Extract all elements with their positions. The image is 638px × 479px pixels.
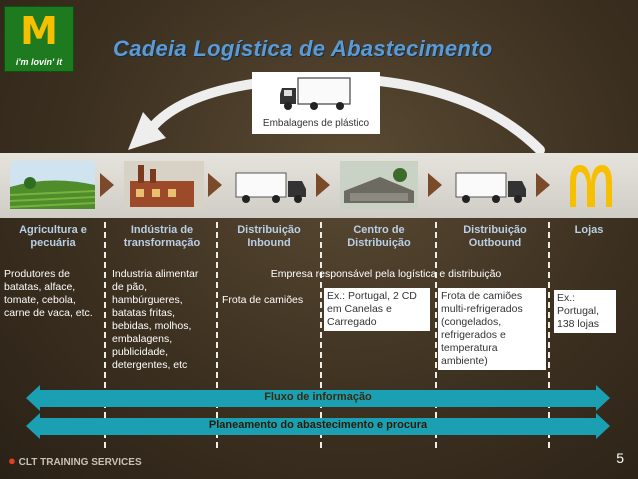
- golden-arches-icon: M: [20, 9, 58, 53]
- mcdonalds-logo-icon: [570, 165, 612, 207]
- stage-label-inbound: Distribuição Inbound: [237, 224, 301, 249]
- information-flow-label: Fluxo de informação: [264, 391, 372, 403]
- planning-bar: Planeamento do abastecimento e procura: [26, 413, 610, 439]
- column-divider: [548, 222, 550, 448]
- arrow-right-icon: [596, 385, 610, 411]
- page-number: 5: [616, 450, 624, 466]
- farm-field-icon: [10, 161, 95, 209]
- arrow-left-icon: [26, 413, 40, 439]
- arrow-left-icon: [26, 385, 40, 411]
- information-flow-bar: Fluxo de informação: [26, 385, 610, 411]
- truck-icon: [455, 172, 526, 203]
- stage-label-outbound: Distribuição Outbound: [463, 224, 527, 249]
- chevron-right-icon: [208, 173, 222, 197]
- column-divider: [320, 222, 322, 448]
- factory-icon: [124, 161, 204, 209]
- stage-label-stores: Lojas: [574, 224, 604, 236]
- stage-label-distribution-center: Centro de Distribuição: [347, 224, 411, 249]
- chevron-right-icon: [100, 173, 114, 197]
- industry-description: Industria alimentar de pão, hambúrgueres…: [112, 268, 199, 371]
- logistics-company-header: Empresa responsável pela logística e dis…: [270, 268, 502, 280]
- chevron-right-icon: [536, 173, 550, 197]
- footer-company-name: CLT TRAINING SERVICES: [18, 457, 142, 468]
- supply-chain-image-band: [0, 153, 638, 218]
- stores-description: Ex.: Portugal, 138 lojas: [554, 290, 616, 333]
- clt-logo-icon: ●: [8, 453, 16, 468]
- logo-tagline: i'm lovin' it: [15, 57, 63, 67]
- stage-label-industry: Indústria de transformação: [123, 224, 201, 249]
- distribution-center-description: Ex.: Portugal, 2 CD em Canelas e Carrega…: [324, 288, 430, 331]
- plastic-packaging-label: Embalagens de plástico: [262, 118, 370, 129]
- chevron-right-icon: [316, 173, 330, 197]
- truck-icon: [235, 172, 306, 203]
- column-divider: [435, 222, 437, 448]
- planning-label: Planeamento do abastecimento e procura: [208, 419, 428, 431]
- outbound-description: Frota de camiões multi-refrigerados (con…: [438, 288, 546, 370]
- chevron-right-icon: [428, 173, 442, 197]
- column-divider: [216, 222, 218, 448]
- agriculture-description: Produtores de batatas, alface, tomate, c…: [4, 268, 93, 319]
- plastic-packaging-panel: [252, 72, 380, 134]
- footer-company: ● CLT TRAINING SERVICES: [8, 453, 142, 468]
- inbound-description: Frota de camiões: [222, 294, 304, 306]
- column-divider: [104, 222, 106, 448]
- slide-title: Cadeia Logística de Abastecimento: [113, 36, 493, 61]
- arrow-right-icon: [596, 413, 610, 439]
- mcdonalds-logo: M i'm lovin' it: [4, 6, 74, 72]
- warehouse-icon: [340, 161, 418, 209]
- stage-label-agriculture: Agricultura e pecuária: [19, 224, 87, 249]
- truck-icon: [280, 77, 351, 110]
